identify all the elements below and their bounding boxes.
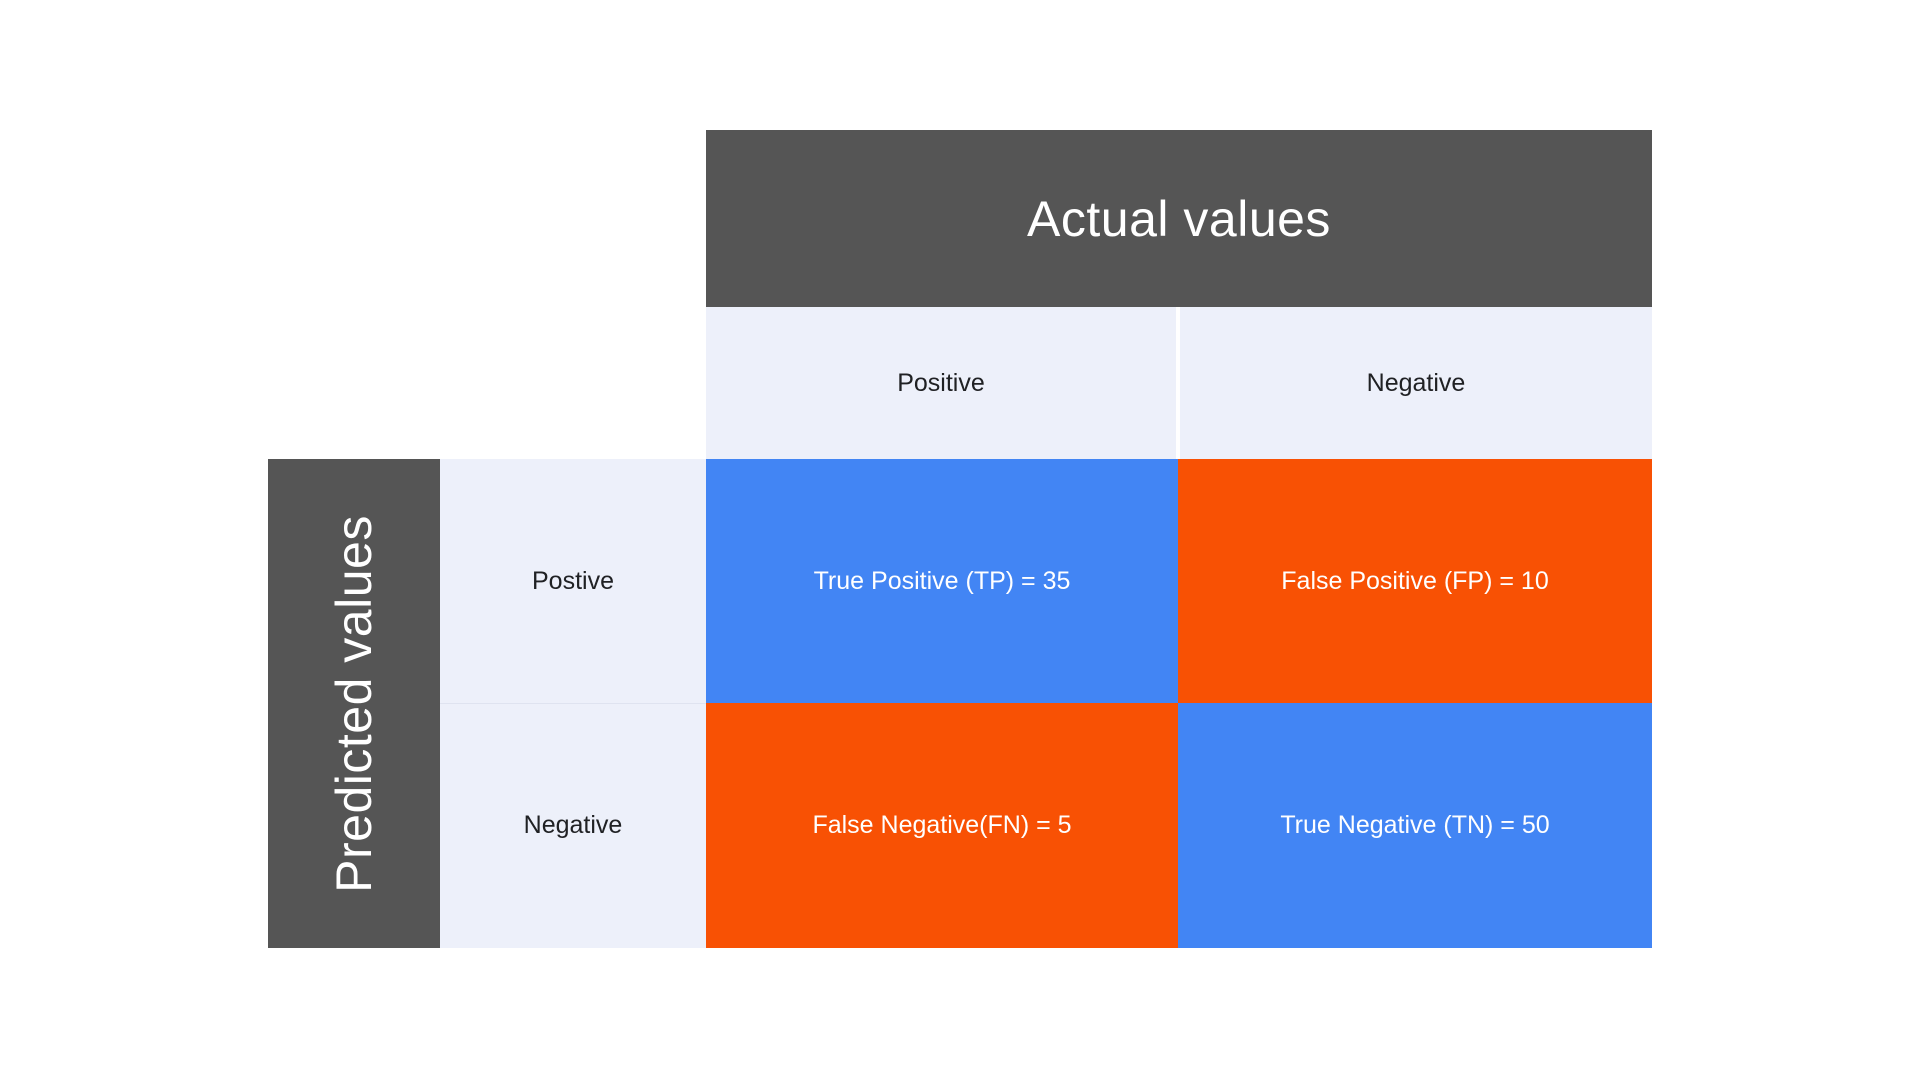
row-header-positive-label: Postive bbox=[532, 566, 614, 595]
row-header-divider bbox=[440, 703, 706, 704]
cell-false-negative-label: False Negative(FN) = 5 bbox=[812, 811, 1072, 839]
cell-true-negative-label: True Negative (TN) = 50 bbox=[1280, 811, 1550, 839]
actual-values-label: Actual values bbox=[1027, 190, 1331, 247]
column-header-negative: Negative bbox=[1180, 307, 1652, 459]
cell-true-positive: True Positive (TP) = 35 bbox=[706, 459, 1178, 703]
cell-false-positive-label: False Positive (FP) = 10 bbox=[1281, 566, 1549, 595]
cell-false-positive: False Positive (FP) = 10 bbox=[1178, 459, 1652, 703]
actual-values-header: Actual values bbox=[706, 130, 1652, 307]
column-header-positive-label: Positive bbox=[897, 368, 985, 397]
column-header-negative-label: Negative bbox=[1366, 368, 1466, 397]
column-header-positive: Positive bbox=[706, 307, 1176, 459]
predicted-values-label: Predicted values bbox=[326, 514, 382, 893]
row-header-negative-label: Negative bbox=[523, 811, 623, 839]
row-header-negative: Negative bbox=[440, 703, 706, 948]
cell-false-negative: False Negative(FN) = 5 bbox=[706, 703, 1178, 948]
cell-true-positive-label: True Positive (TP) = 35 bbox=[813, 566, 1071, 595]
cell-true-negative: True Negative (TN) = 50 bbox=[1178, 703, 1652, 948]
row-header-positive: Postive bbox=[440, 459, 706, 703]
predicted-values-header: Predicted values bbox=[268, 459, 440, 948]
